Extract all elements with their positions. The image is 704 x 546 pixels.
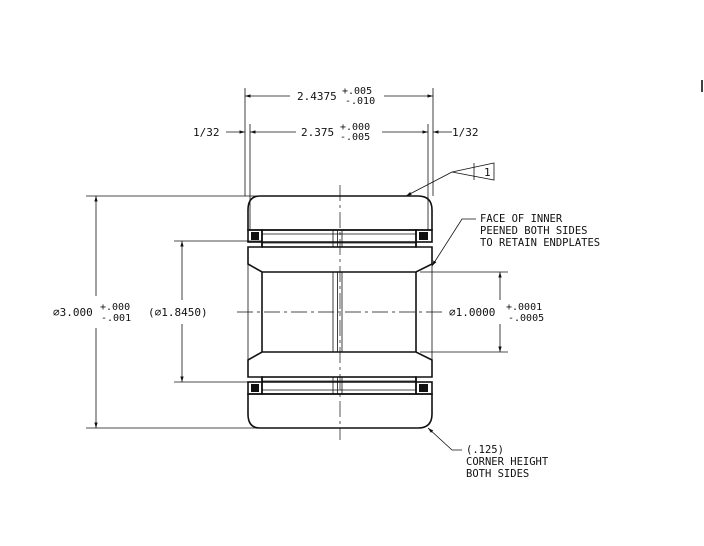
outer-diameter-tol-plus: +.000 (100, 302, 130, 313)
corner-note-line-1: (.125) (466, 444, 504, 456)
centerlines (237, 185, 444, 440)
inner-width-tol-plus: +.000 (340, 122, 370, 133)
corner-note-line-2: CORNER HEIGHT (466, 456, 549, 468)
flag-note: 1 (405, 162, 495, 197)
inner-width-dimension: 2.375 +.000 -.005 (249, 122, 429, 230)
inner-ring-bottom (247, 351, 433, 383)
roller-diameter-value: (∅1.8450) (148, 306, 208, 319)
inner-width-value: 2.375 (301, 126, 334, 139)
overall-width-value: 2.4375 (297, 90, 337, 103)
outer-ring-bottom (247, 393, 433, 429)
peen-note-line-1: FACE OF INNER (480, 213, 563, 225)
overall-width-dimension: 2.4375 +.005 -.010 (244, 86, 434, 196)
corner-note: (.125) CORNER HEIGHT BOTH SIDES (427, 427, 549, 480)
outer-diameter-value: ∅3.000 (53, 306, 93, 319)
roller-row-top (261, 229, 417, 248)
flag-number: 1 (484, 166, 491, 179)
bore-diameter-value: ∅1.0000 (449, 306, 495, 319)
peen-note-line-3: TO RETAIN ENDPLATES (480, 237, 600, 249)
outer-diameter-tol-minus: -.001 (101, 313, 131, 324)
endplate-dimensions: 1/32 1/32 (193, 126, 479, 139)
roller-diameter-dimension: (∅1.8450) (148, 240, 262, 383)
inner-width-tol-minus: -.005 (340, 132, 370, 143)
endplate-left-value: 1/32 (193, 126, 220, 139)
inner-ring-top (247, 241, 433, 273)
bore-diameter-dimension: ∅1.0000 +.0001 -.0005 (420, 271, 544, 353)
bore-diameter-tol-minus: -.0005 (508, 313, 544, 324)
outer-diameter-dimension: ∅3.000 +.000 -.001 (53, 195, 258, 429)
roller-row-bottom (261, 376, 417, 395)
peen-note: FACE OF INNER PEENED BOTH SIDES TO RETAI… (431, 213, 600, 267)
overall-width-tol-minus: -.010 (345, 96, 375, 107)
endplates (247, 229, 433, 395)
peen-note-line-2: PEENED BOTH SIDES (480, 225, 587, 237)
corner-note-line-3: BOTH SIDES (466, 468, 529, 480)
bore-diameter-tol-plus: +.0001 (506, 302, 542, 313)
overall-width-tol-plus: +.005 (342, 86, 372, 97)
endplate-right-value: 1/32 (452, 126, 479, 139)
